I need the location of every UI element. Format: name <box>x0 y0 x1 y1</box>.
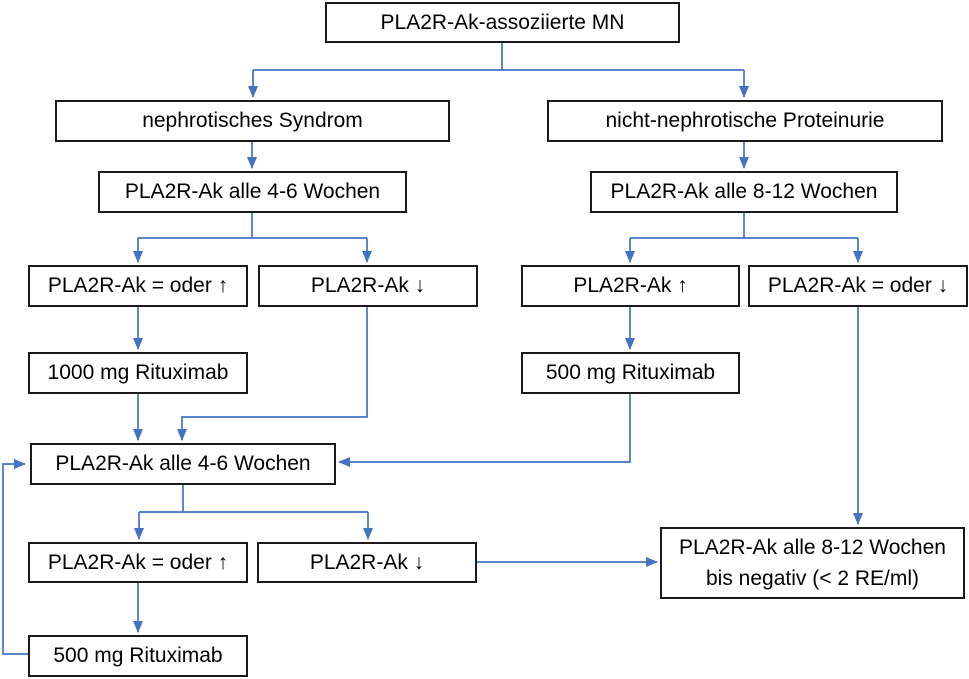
node-down-a: PLA2R-Ak ↓ <box>258 265 478 307</box>
edge-down-a-to-monitor46b <box>177 307 368 441</box>
node-monitor-until-negative-line1: PLA2R-Ak alle 8-12 Wochen <box>679 535 946 559</box>
node-monitor-until-negative-line2: bis negativ (< 2 RE/ml) <box>706 567 919 590</box>
edge-ritux500a-to-monitor46b <box>338 394 631 467</box>
node-rituximab-500mg-b: 500 mg Rituximab <box>28 635 248 677</box>
node-monitor-8-12-weeks: PLA2R-Ak alle 8-12 Wochen <box>590 171 898 213</box>
node-monitor-until-negative: PLA2R-Ak alle 8-12 Wochen bis negativ (<… <box>660 527 965 599</box>
node-equal-or-up-b: PLA2R-Ak = oder ↑ <box>28 542 248 583</box>
node-monitor-4-6-weeks-b: PLA2R-Ak alle 4-6 Wochen <box>30 443 336 485</box>
node-rituximab-1000mg: 1000 mg Rituximab <box>28 352 248 394</box>
node-monitor-4-6-weeks-a: PLA2R-Ak alle 4-6 Wochen <box>98 171 407 213</box>
node-nephrotic-syndrome: nephrotisches Syndrom <box>55 100 450 142</box>
node-non-nephrotic-proteinuria: nicht-nephrotische Proteinurie <box>547 100 943 142</box>
node-rituximab-500mg-a: 500 mg Rituximab <box>521 352 740 394</box>
node-equal-or-up-a: PLA2R-Ak = oder ↑ <box>28 265 248 307</box>
node-root-pla2r-mn: PLA2R-Ak-assoziierte MN <box>325 2 680 43</box>
edge-ritux500b-feedback-to-monitor46b <box>2 459 28 655</box>
node-down-b: PLA2R-Ak ↓ <box>257 542 477 583</box>
node-up-b: PLA2R-Ak ↑ <box>521 265 740 307</box>
node-equal-or-down: PLA2R-Ak = oder ↓ <box>748 265 968 307</box>
